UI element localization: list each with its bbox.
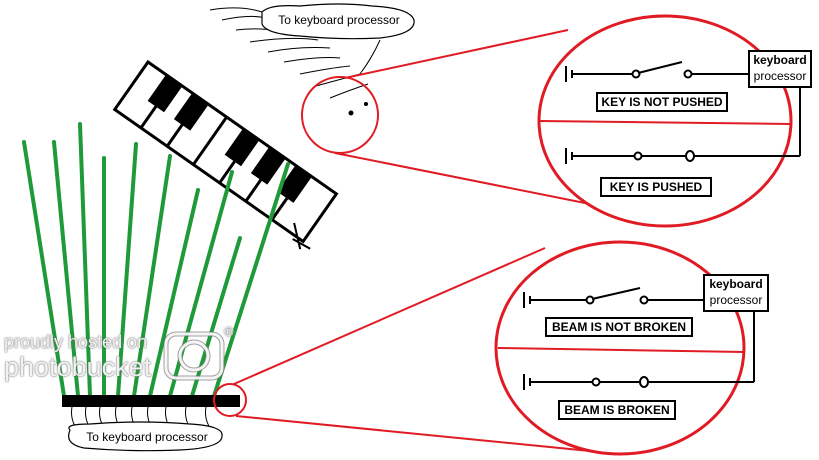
- top-processor-line1: keyboard: [753, 53, 807, 67]
- black-key: [250, 146, 286, 185]
- switch-terminal: [683, 69, 693, 79]
- switch-arm-open: [591, 287, 641, 300]
- laser-beam: [52, 140, 80, 398]
- top-zoom-line-lower: [334, 152, 621, 211]
- switch-terminal: [639, 376, 649, 388]
- watermark-logo: [163, 331, 225, 381]
- black-key: [147, 74, 183, 113]
- bottom-zoom-divider: [497, 347, 746, 353]
- switch-terminal: [639, 295, 649, 305]
- bottom-cloud-label: To keyboard processor: [86, 430, 208, 444]
- top-zoom-circle: [537, 14, 793, 228]
- bottom-zoom-line-upper: [233, 247, 546, 385]
- laser-beam: [190, 236, 242, 398]
- top-cloud-label: To keyboard processor: [278, 13, 400, 27]
- key-switch-contact: [292, 238, 311, 250]
- bottom-closed-circuit: [523, 312, 755, 390]
- top-state-closed-label: KEY IS PUSHED: [600, 177, 712, 197]
- switch-terminal: [585, 295, 595, 305]
- switch-terminal: [685, 150, 695, 162]
- piano-body: [112, 59, 339, 244]
- laser-beam: [22, 140, 66, 398]
- top-cloud-outline: [261, 3, 415, 40]
- sensor-bar: [62, 395, 240, 407]
- top-open-circuit: [565, 61, 750, 82]
- black-key: [173, 92, 209, 131]
- black-key: [277, 165, 312, 203]
- bottom-open-circuit: [523, 287, 704, 308]
- bottom-zoom-line-lower: [235, 415, 601, 453]
- watermark-registered: ®: [224, 324, 234, 339]
- top-processor-box: keyboard processor: [748, 50, 812, 88]
- bottom-processor-box: keyboard processor: [703, 274, 769, 312]
- top-source-circle: [301, 76, 379, 154]
- top-zoom-divider: [539, 120, 791, 125]
- bottom-source-circle: [213, 383, 247, 417]
- bottom-state-open-label: BEAM IS NOT BROKEN: [545, 317, 693, 337]
- black-keys: [147, 74, 312, 203]
- laser-beams: [22, 122, 290, 398]
- bottom-state-closed-label: BEAM IS BROKEN: [558, 400, 676, 420]
- top-state-open-label: KEY IS NOT PUSHED: [596, 92, 728, 112]
- watermark-line2: photobucket: [4, 352, 152, 382]
- laser-beam: [116, 142, 138, 398]
- switch-terminal: [633, 151, 643, 161]
- piano-keyboard: [112, 59, 339, 250]
- black-key: [224, 128, 260, 167]
- laser-beam: [132, 154, 172, 398]
- bottom-cloud-outline: [68, 421, 223, 452]
- top-processor-line2: processor: [753, 69, 807, 83]
- laser-beam: [212, 162, 290, 398]
- bottom-processor-line2: processor: [709, 293, 763, 307]
- switch-terminal: [591, 377, 601, 387]
- keyboard-wires-top: [209, 7, 381, 99]
- switch-dot: [348, 110, 354, 116]
- switch-arm-open: [637, 61, 683, 74]
- watermark-line1: proudly hosted on: [4, 332, 148, 352]
- laser-beam: [78, 122, 92, 398]
- top-zoom-line-upper: [344, 29, 569, 79]
- key-switch-lever: [293, 222, 302, 250]
- bottom-processor-line1: keyboard: [709, 277, 763, 291]
- switch-dot: [364, 102, 368, 106]
- switch-terminal: [631, 69, 641, 79]
- top-closed-circuit: [565, 86, 801, 164]
- laser-beam: [148, 188, 200, 398]
